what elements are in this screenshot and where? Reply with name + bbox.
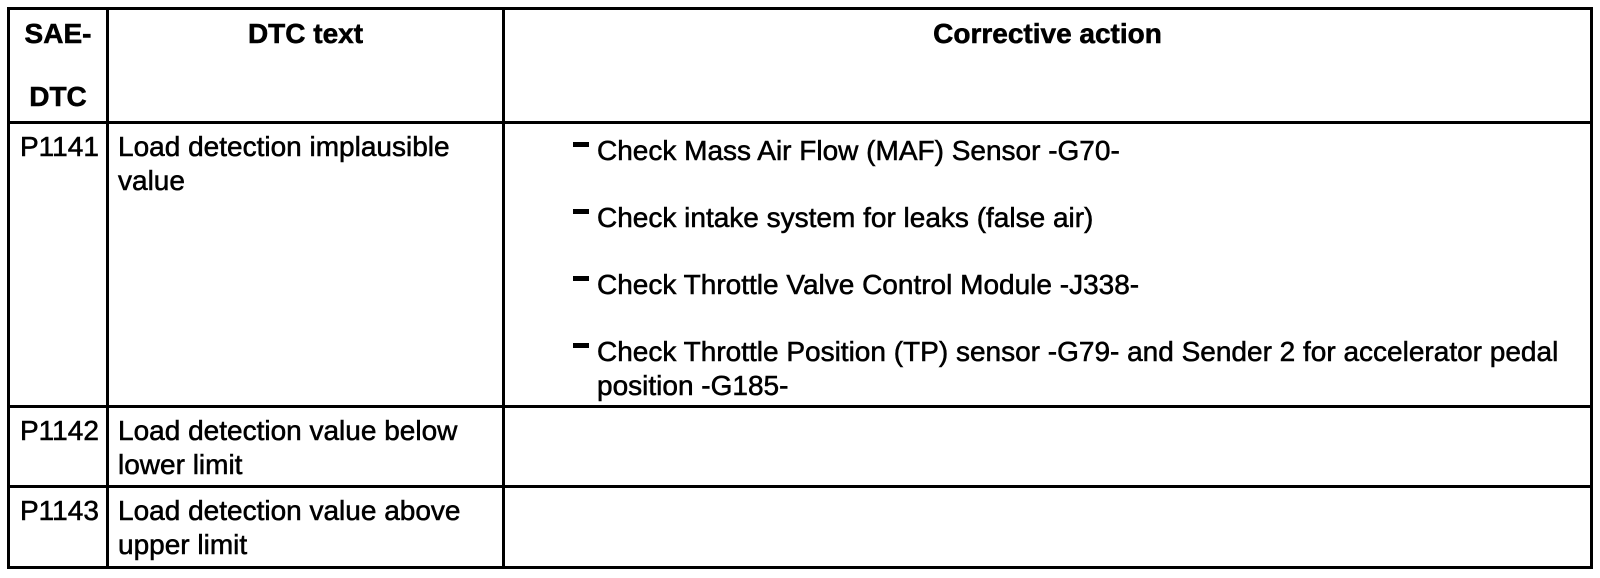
col-header-corrective-action: Corrective action bbox=[502, 7, 1593, 124]
dtc-table: SAE- DTC DTC text Corrective action P114… bbox=[7, 7, 1593, 569]
corrective-action-item: Check Throttle Valve Control Module -J33… bbox=[507, 268, 1589, 302]
corrective-action-item: Check intake system for leaks (false air… bbox=[507, 201, 1589, 235]
dtc-text: Load detection value below lower limit bbox=[106, 405, 505, 488]
corrective-actions-cell-empty bbox=[502, 405, 1593, 488]
corrective-action-text: Check intake system for leaks (false air… bbox=[597, 202, 1094, 234]
corrective-action-item: Check Mass Air Flow (MAF) Sensor -G70- bbox=[507, 134, 1589, 168]
corrective-action-text: Check Throttle Valve Control Module -J33… bbox=[597, 269, 1140, 301]
corrective-action-text: Check Throttle Position (TP) sensor -G79… bbox=[597, 336, 1559, 402]
dash-bullet-icon bbox=[573, 343, 589, 348]
header-dtc-line: DTC bbox=[29, 81, 87, 113]
table-row: P1143 Load detection value above upper l… bbox=[7, 485, 1593, 569]
corrective-action-text: Check Mass Air Flow (MAF) Sensor -G70- bbox=[597, 135, 1120, 167]
header-row: SAE- DTC DTC text Corrective action bbox=[7, 7, 1593, 124]
dash-bullet-icon bbox=[573, 142, 589, 147]
col-header-sae-dtc: SAE- DTC bbox=[7, 7, 109, 124]
dtc-text: Load detection implausible value bbox=[106, 121, 505, 408]
dtc-code: P1142 bbox=[7, 405, 109, 488]
dash-bullet-icon bbox=[573, 276, 589, 281]
dtc-code: P1141 bbox=[7, 121, 109, 408]
corrective-actions-cell-empty bbox=[502, 485, 1593, 569]
corrective-actions-cell: Check Mass Air Flow (MAF) Sensor -G70- C… bbox=[502, 121, 1593, 408]
dtc-text: Load detection value above upper limit bbox=[106, 485, 505, 569]
corrective-action-item: Check Throttle Position (TP) sensor -G79… bbox=[507, 335, 1589, 403]
dtc-code: P1143 bbox=[7, 485, 109, 569]
dash-bullet-icon bbox=[573, 209, 589, 214]
header-sae-line: SAE- bbox=[24, 18, 92, 50]
table-row: P1141 Load detection implausible value C… bbox=[7, 121, 1593, 408]
table-row: P1142 Load detection value below lower l… bbox=[7, 405, 1593, 488]
col-header-dtc-text: DTC text bbox=[106, 7, 505, 124]
